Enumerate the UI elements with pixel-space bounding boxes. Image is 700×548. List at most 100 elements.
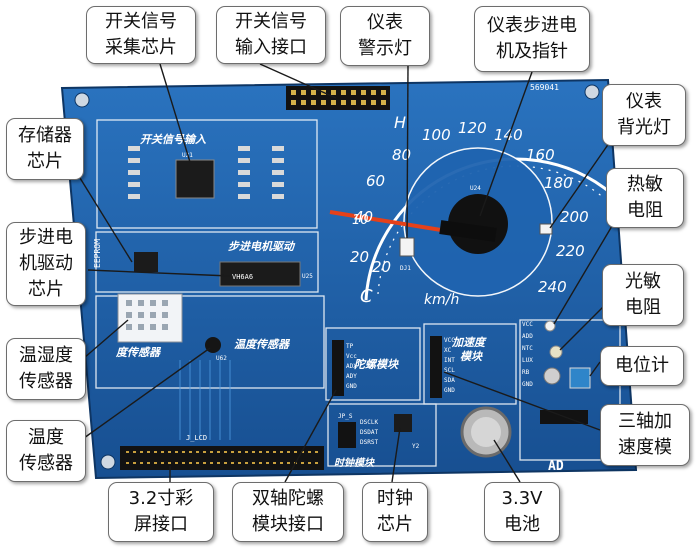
gauge-h-label: H [394,113,406,132]
speed-tick: 60 [366,172,385,190]
accel-label-2: 模块 [460,350,483,363]
speed-tick: 100 [422,126,451,144]
eeprom-label: EEPROM [93,239,102,268]
ad-pin-label: RB [522,369,530,376]
mount-hole [100,454,116,470]
speed-tick: 240 [538,278,567,296]
gyro-header [332,340,344,396]
speed-tick: 80 [392,146,411,164]
memory-chip [134,252,158,272]
photoresistor [549,345,563,359]
switch-section-outline [96,119,318,229]
ad-section-outline [519,319,621,461]
u24-ref: U24 [470,185,481,192]
callout-clock-chip: 时钟 芯片 [362,482,428,542]
u62-ref: U62 [216,355,227,362]
speed-tick: 140 [494,126,523,144]
ad-pin-label: ADD [522,333,533,340]
thermistor [544,320,556,332]
ad-pin-label: NTC [522,345,533,352]
jp-s-ref: JP_S [338,413,353,420]
warning-lamp [399,237,415,257]
pot-knob [543,367,561,385]
lcd-header [120,446,324,470]
stepper-section-outline [95,231,319,293]
gyro-label: 陀螺模块 [354,358,399,371]
mount-hole [584,84,600,100]
battery-face [471,417,501,447]
accel-pin-label: VCC [444,337,455,344]
speed-tick: 120 [458,119,487,137]
gyro-pin-label: Vcc [346,353,357,360]
gyro-pin-label: GND [346,383,357,390]
callout-lcd-port: 3.2寸彩 屏接口 [108,482,214,542]
speed-tick: 40 [354,208,373,226]
accel-section-outline [423,323,517,405]
clock-section-outline [327,403,437,467]
gyro-section-outline [325,327,421,401]
u25-ref: U25 [302,273,313,280]
switch-signal-chip [175,159,215,199]
y2-ref: Y2 [412,443,420,450]
switch-input-header [286,86,390,110]
speed-tick: 180 [544,174,573,192]
callout-stepper-needle: 仪表步进电 机及指针 [474,6,590,72]
callout-photoresistor: 光敏 电阻 [602,264,684,326]
callout-temp-sensor: 温度 传感器 [6,420,86,482]
humidity-label: 度传感器 [115,346,162,359]
dj1-ref: DJ1 [400,265,411,272]
ad-pin-label: GND [522,381,533,388]
temp-label: 温度传感器 [234,338,291,351]
clock-label: 时钟模块 [334,457,375,469]
speedometer [329,147,613,301]
callout-leader-lines [79,63,615,483]
serial-code: 569041 [530,83,559,92]
gyro-pin-label: ADX [346,363,357,370]
callout-backlight: 仪表 背光灯 [602,84,686,146]
humidity-sensor-grid [126,300,168,330]
pcb-traces [179,360,231,440]
callout-switch-port: 开关信号 输入接口 [216,6,326,64]
speed-tick: 220 [556,242,585,260]
needle-hub [439,220,497,242]
speed-tick: 20 [372,258,391,276]
callout-accelerometer: 三轴加 速度模 [600,404,690,466]
clock-pin-label: DSDAT [360,429,378,436]
gyro-pin-label: TP [346,343,354,350]
switch-input-label: 开关信号输入 [140,133,206,146]
speed-unit: km/h [424,292,459,308]
ad-pin-label: LUX [522,357,533,364]
stepper-driver-chip [219,261,301,287]
accel-pin-label: XC [444,347,452,354]
driver-chip-marking: VH6A6 [232,273,253,281]
callout-gyro-port: 双轴陀螺 模块接口 [232,482,344,542]
backlight-led [539,223,553,235]
smd-resistors [128,146,284,199]
accel-pin-label: SDA [444,377,455,384]
fuel-tick: 20 [350,248,369,266]
gyro-pin-label: ADY [346,373,357,380]
ad-pin-label: VCC [522,321,533,328]
clock-pin-label: DSCLK [360,419,378,426]
accel-pin-label: INT [444,357,455,364]
stepper-label: 步进电机驱动 [228,240,296,253]
lcd-label: J_LCD [186,434,207,442]
clock-chip [394,414,412,432]
mount-hole [74,92,90,108]
accel-pin-label: SCL [444,367,455,374]
clock-pin-label: DSRST [360,439,378,446]
accel-pin-label: GND [444,387,455,394]
callout-warning-lamp: 仪表 警示灯 [340,6,430,66]
accel-header [430,336,442,398]
callout-battery: 3.3V 电池 [484,482,560,542]
fuel-tick: 10 [352,213,369,228]
callout-potentiometer: 电位计 [600,346,684,386]
callout-switch-chip: 开关信号 采集芯片 [86,6,196,64]
potentiometer [569,367,591,389]
jp-s-header [338,422,356,448]
callout-memory-chip: 存储器 芯片 [6,118,84,180]
speed-tick: 160 [526,146,555,164]
accel-label: 加速度 [451,336,487,349]
callout-stepper-driver: 步进电 机驱动 芯片 [6,222,86,306]
